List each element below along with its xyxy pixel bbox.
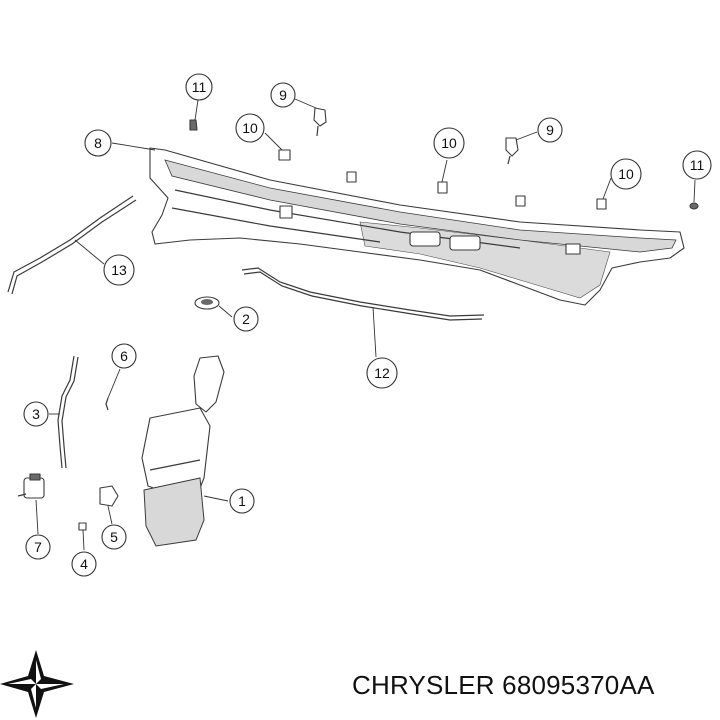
callout-label: 11: [192, 79, 207, 95]
callout-6: 6: [111, 343, 137, 369]
callout-4: 4: [71, 551, 97, 577]
chrysler-pentastar-logo-icon: [0, 650, 74, 718]
grommet-2: [194, 296, 220, 310]
callout-10-left: 10: [235, 113, 265, 143]
clip-10-mid-b: [437, 181, 448, 194]
callout-9-right: 9: [537, 117, 563, 143]
callout-label: 6: [120, 348, 128, 364]
callout-label: 1: [238, 493, 246, 509]
washer-pump-7: [17, 473, 45, 499]
clip-11-right: [689, 202, 699, 210]
callout-label: 2: [242, 311, 250, 327]
clip-11-left: [189, 119, 198, 131]
clip-9-right: [505, 137, 519, 165]
callout-12: 12: [366, 357, 398, 389]
washer-reservoir: [141, 355, 225, 547]
bolt-4: [78, 522, 87, 531]
callout-label: 10: [242, 120, 258, 136]
clip-9-left: [313, 107, 327, 137]
callout-8: 8: [84, 129, 112, 157]
callout-label: 3: [32, 406, 40, 422]
clip-10-mid-a: [346, 171, 357, 183]
callout-5: 5: [101, 524, 127, 550]
clip-10-right-a: [515, 195, 526, 207]
clip-6: [105, 397, 109, 411]
callout-11-left: 11: [185, 73, 213, 101]
hose-13: [7, 195, 137, 295]
clip-10-right-b: [596, 198, 607, 210]
leader-lines: [35, 98, 696, 551]
callout-label: 9: [546, 122, 554, 138]
callout-11-right: 11: [682, 150, 712, 180]
brand-name: CHRYSLER: [352, 670, 495, 700]
callout-label: 10: [618, 166, 634, 182]
callout-3: 3: [23, 401, 49, 427]
callout-2: 2: [233, 306, 259, 332]
callout-10-mid: 10: [433, 127, 465, 159]
callout-9-left: 9: [270, 82, 296, 108]
callout-label: 8: [94, 135, 102, 151]
callout-label: 13: [111, 262, 127, 278]
clip-10-left: [278, 149, 291, 161]
brand-caption: CHRYSLER 68095370AA: [352, 670, 655, 701]
cowl-panel: [149, 147, 685, 306]
callout-label: 10: [441, 135, 457, 151]
callout-13: 13: [103, 254, 135, 286]
grommet-5: [99, 485, 119, 507]
callout-label: 7: [34, 539, 42, 555]
part-number: 68095370AA: [502, 670, 655, 700]
callout-label: 4: [80, 556, 88, 572]
callout-1: 1: [229, 488, 255, 514]
callout-label: 12: [374, 365, 390, 381]
callout-7: 7: [25, 534, 51, 560]
callout-label: 9: [279, 87, 287, 103]
callout-10-right: 10: [610, 158, 642, 190]
callout-label: 5: [110, 529, 118, 545]
callout-label: 11: [690, 157, 705, 173]
hose-12: [241, 267, 485, 321]
hose-3: [57, 355, 79, 469]
